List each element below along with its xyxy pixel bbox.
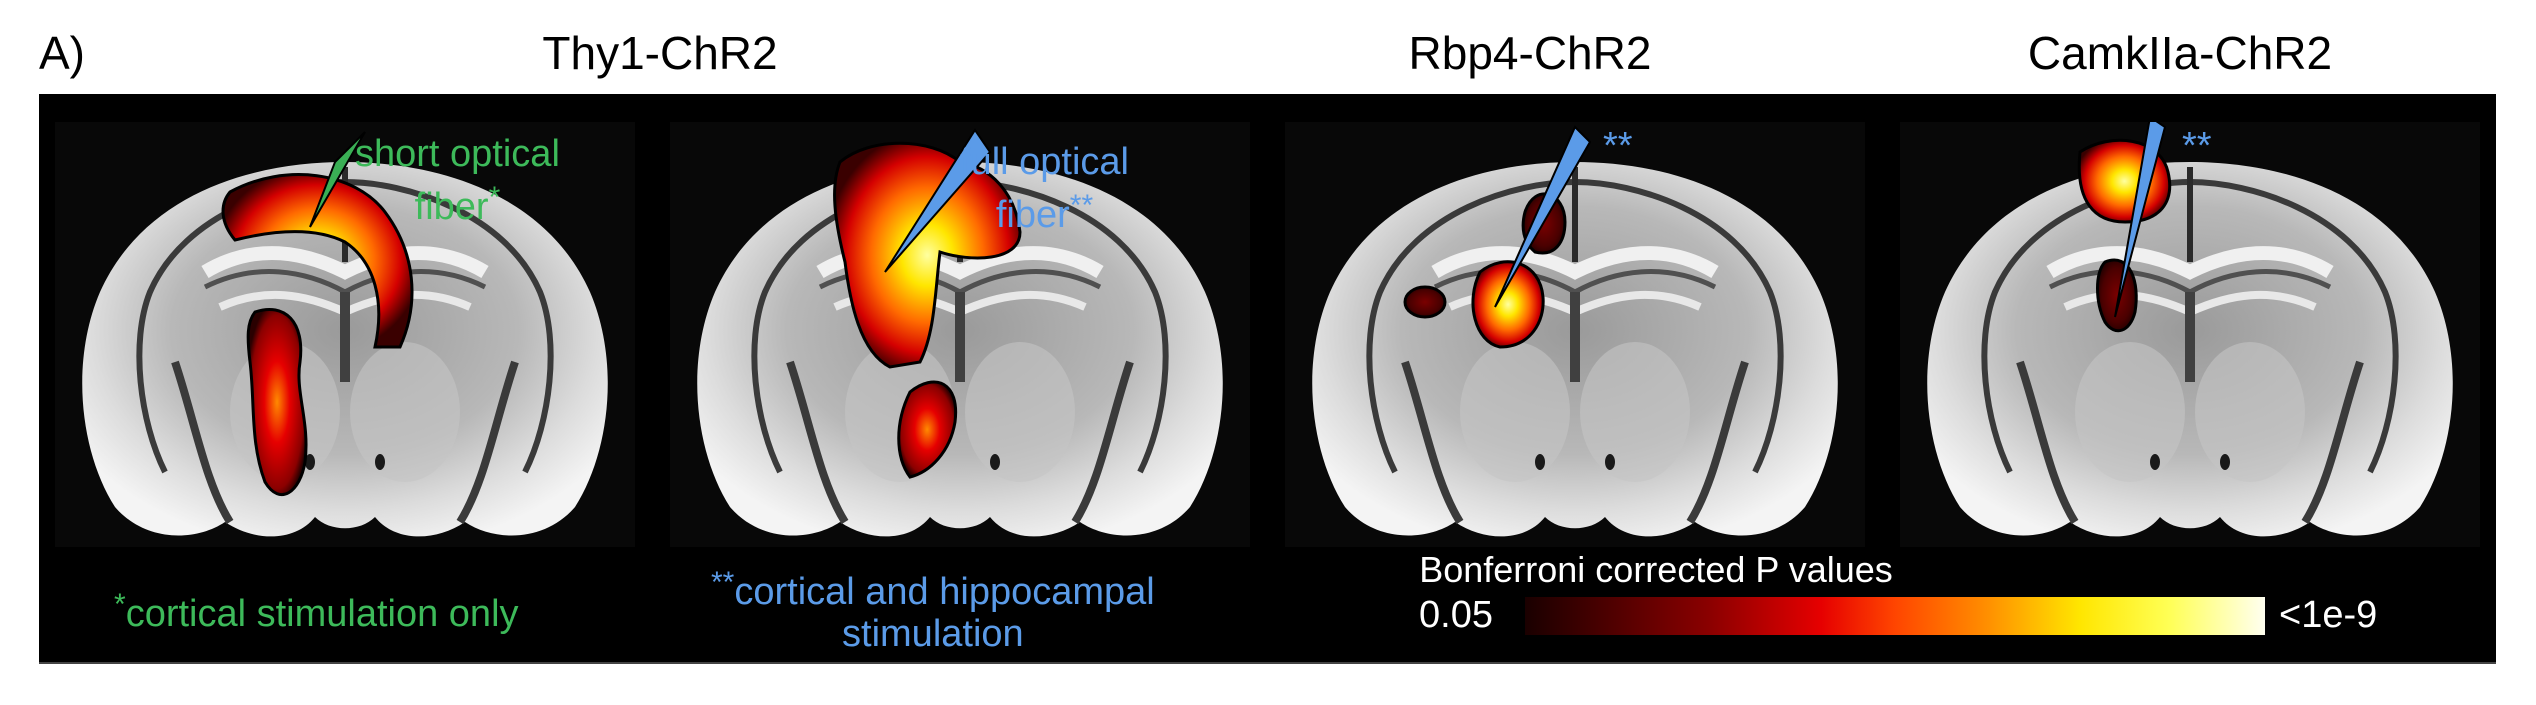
brain-panel-camkiia: ** (1900, 122, 2480, 547)
asterisk-mark: * (488, 181, 501, 214)
brain-panel-thy1-short-fiber: short optical fiber* (55, 122, 635, 547)
activation-blob (1471, 260, 1545, 349)
annotation-line: short optical (355, 133, 560, 175)
annotation-line: full optical (960, 141, 1129, 183)
camkiia-fiber-mark: ** (2182, 125, 2212, 167)
footnote-text: cortical and hippocampal (734, 571, 1155, 613)
double-asterisk-mark: ** (1069, 189, 1094, 222)
footnote-cortical-hippocampal: **cortical and hippocampal stimulation (711, 562, 1155, 655)
optical-fiber-icon (884, 128, 992, 273)
asterisk-mark: * (114, 588, 126, 621)
brain-slice-image (55, 131, 635, 547)
activation-blob (1403, 285, 1447, 319)
brain-panel-thy1-full-fiber: full optical fiber** (670, 122, 1250, 547)
brain-panel-rbp4: ** (1285, 122, 1865, 547)
colorbar-title: Bonferroni corrected P values (1419, 549, 1893, 590)
annotation-line: fiber (995, 194, 1070, 236)
column-title-camkiia: CamkIIa-ChR2 (2027, 27, 2333, 79)
optical-fiber-icon (309, 131, 366, 228)
activation-blob (897, 380, 958, 479)
colorbar-min-label: 0.05 (1419, 594, 1493, 636)
brain-slice-image (1285, 125, 1865, 547)
optical-fiber-icon (2114, 122, 2167, 318)
panel-label: A) (39, 27, 85, 79)
footnote-cortical-only: *cortical stimulation only (114, 584, 519, 635)
short-fiber-annotation: short optical fiber* (355, 132, 560, 229)
column-title-thy1: Thy1-ChR2 (542, 27, 778, 79)
activation-blob (246, 307, 308, 496)
footnote-text: stimulation (842, 613, 1024, 655)
column-title-rbp4: Rbp4-ChR2 (1408, 27, 1652, 79)
colorbar-gradient (1525, 597, 2265, 635)
brain-slice-image (1900, 122, 2480, 547)
double-asterisk-mark: ** (711, 566, 735, 599)
activation-blob (221, 173, 414, 349)
full-fiber-annotation: full optical fiber** (960, 140, 1129, 237)
figure-panel: short optical fiber* full optical fiber*… (39, 94, 2496, 664)
annotation-line: fiber (414, 186, 489, 228)
brain-slice-image (670, 128, 1250, 547)
colorbar-max-label: <1e-9 (2279, 594, 2378, 636)
optical-fiber-icon (1494, 125, 1592, 308)
rbp4-fiber-mark: ** (1603, 125, 1633, 167)
activation-blob (2096, 258, 2138, 333)
footnote-text: cortical stimulation only (125, 593, 519, 635)
